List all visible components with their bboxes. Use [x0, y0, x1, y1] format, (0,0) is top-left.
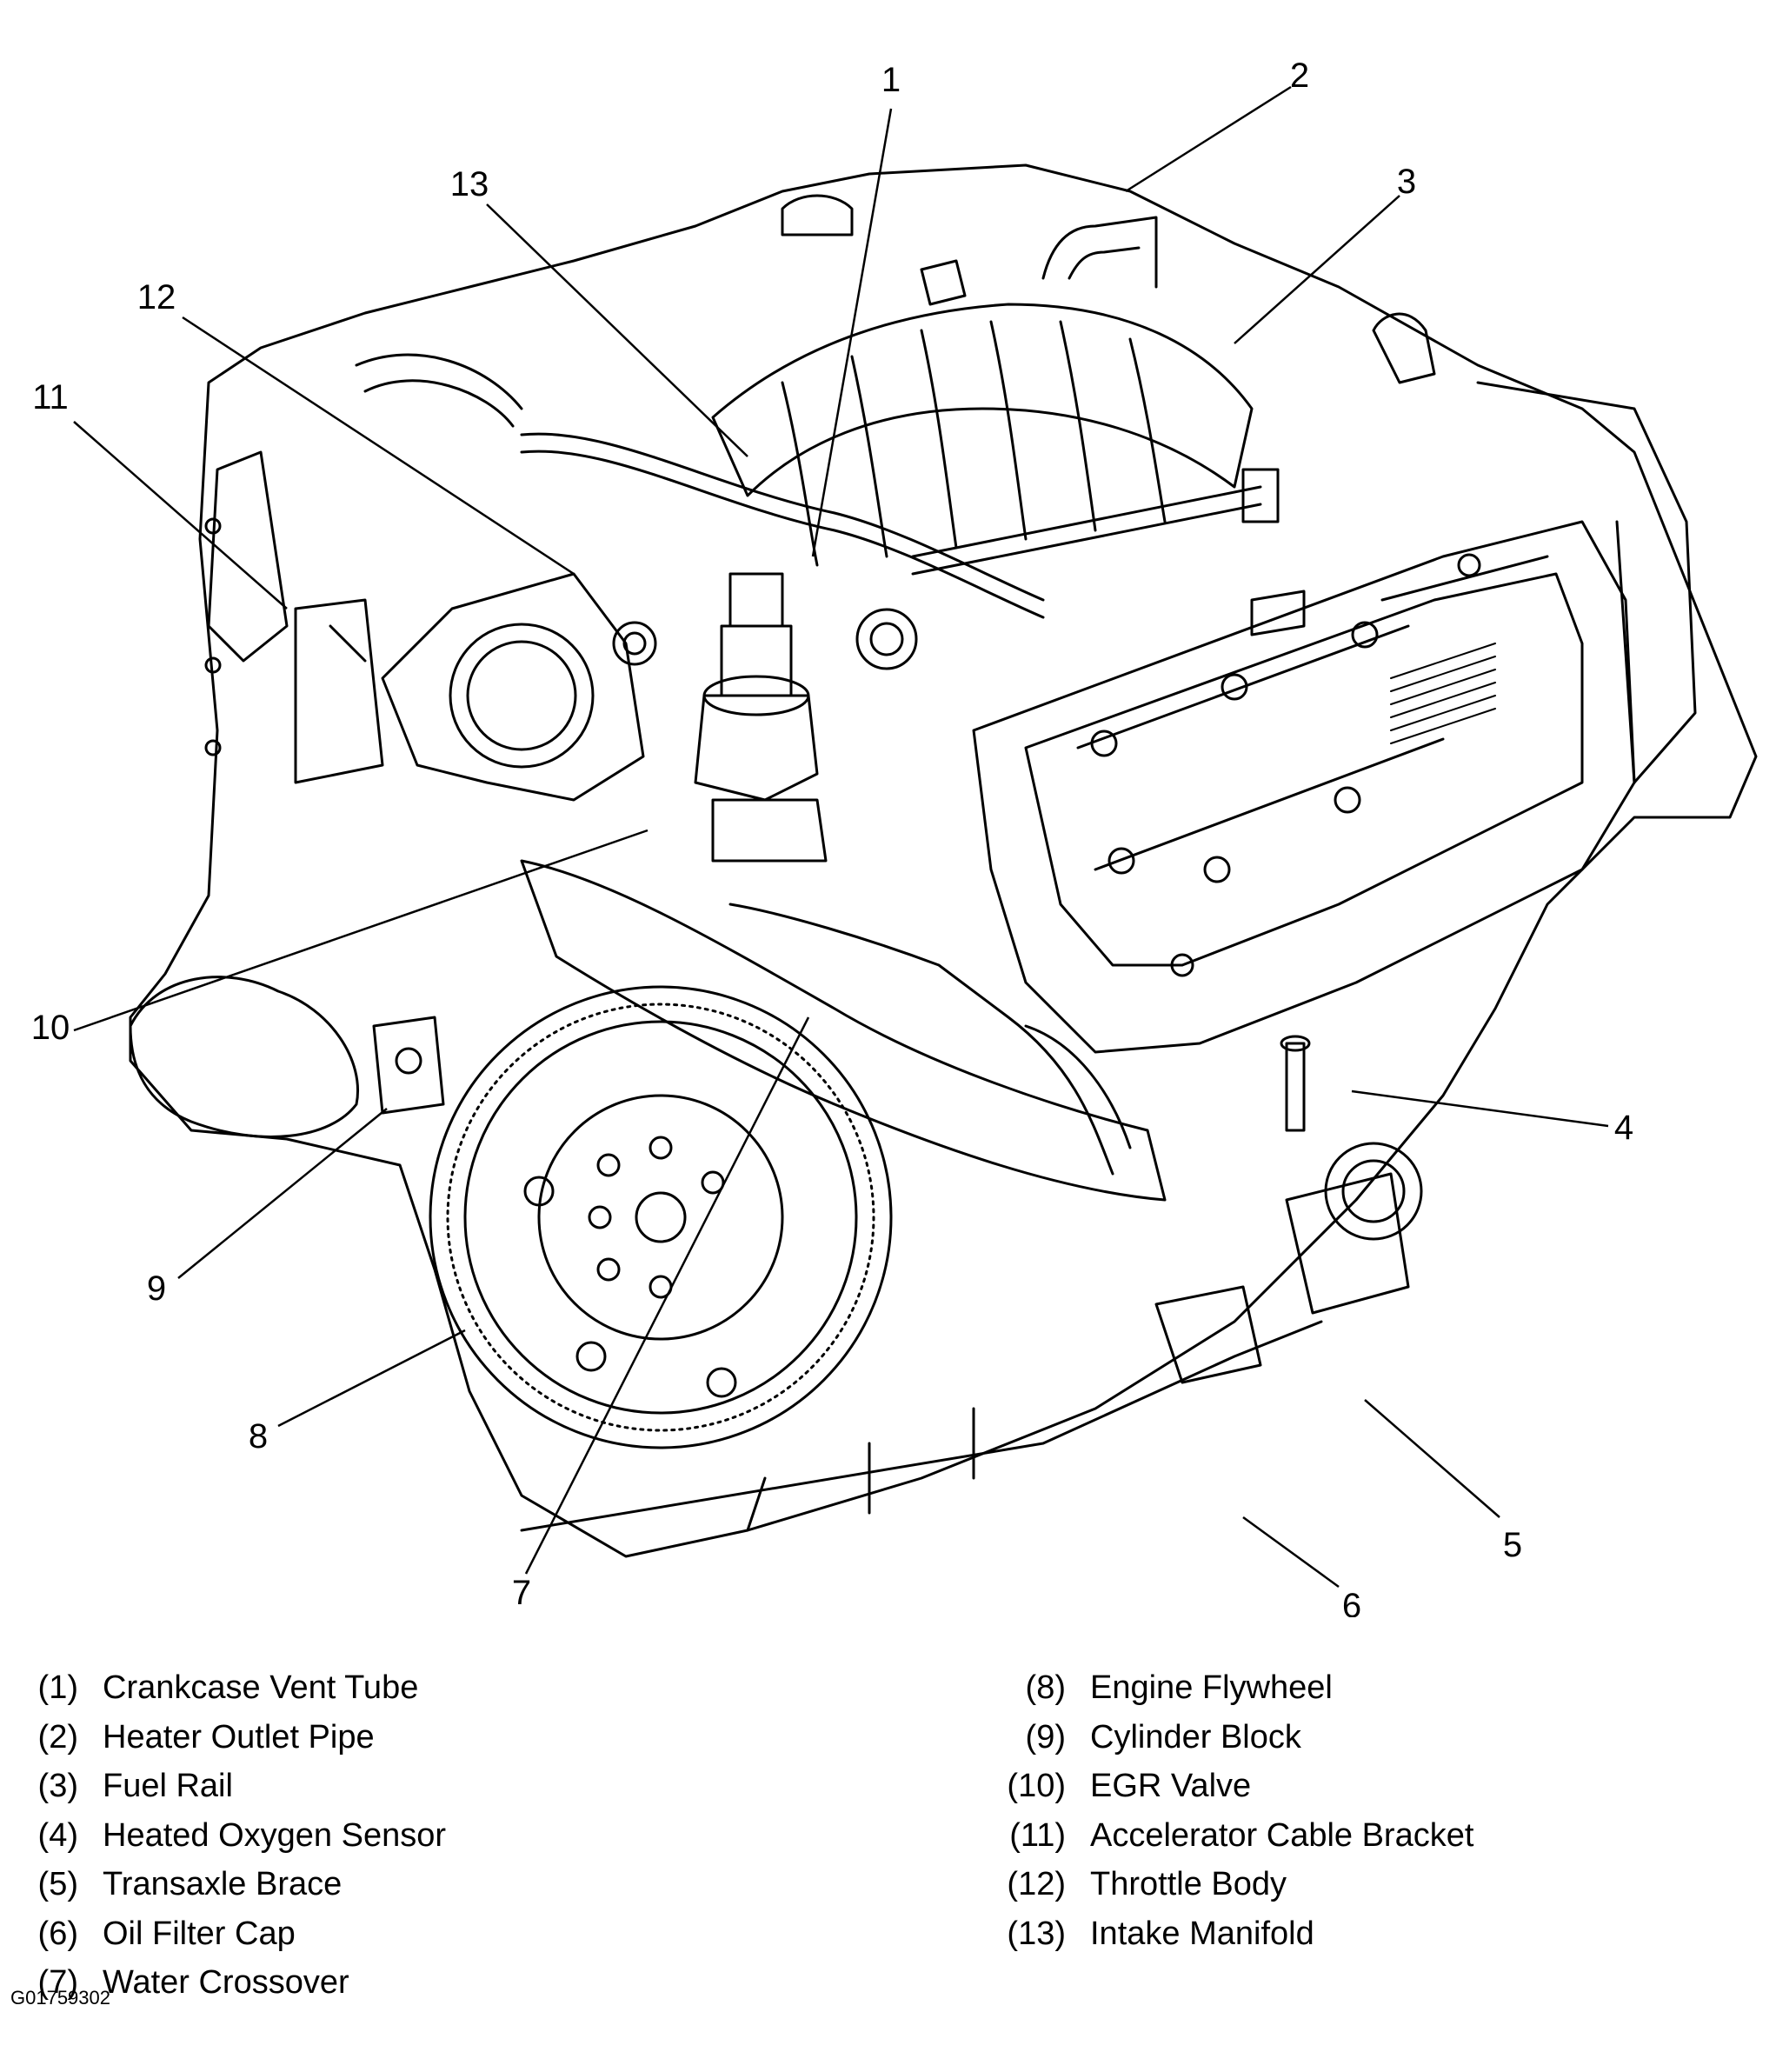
valve-cover	[972, 520, 1636, 1054]
leader-line-1	[811, 108, 893, 557]
legend-label: Heater Outlet Pipe	[103, 1718, 375, 1756]
intake-manifold	[711, 303, 1254, 497]
heater-outlet-pipe	[1041, 216, 1158, 289]
throttle-body	[449, 623, 595, 769]
oil-filter-cap	[1154, 1285, 1262, 1384]
legend-item: (2) Heater Outlet Pipe	[28, 1713, 446, 1762]
legend-number: (2)	[37, 1718, 78, 1756]
legend-item: (9) Cylinder Block	[998, 1713, 1473, 1762]
legend-label: Oil Filter Cap	[103, 1915, 296, 1952]
leader-line-12	[182, 316, 575, 576]
legend-label: Heated Oxygen Sensor	[103, 1816, 447, 1854]
callout-number-8: 8	[249, 1417, 268, 1456]
legend-label: EGR Valve	[1090, 1768, 1252, 1804]
egr-valve	[694, 694, 819, 802]
leader-line-10	[73, 829, 649, 1032]
leader-line-9	[177, 1108, 388, 1279]
legend-item: (5) Transaxle Brace	[28, 1860, 446, 1909]
callout-number-12: 12	[137, 278, 176, 316]
legend-number: (11)	[1009, 1816, 1066, 1854]
leader-line-6	[1242, 1516, 1340, 1589]
legend-left-column: (1) Crankcase Vent Tube (2) Heater Outlet …	[28, 1663, 446, 2008]
callout-number-1: 1	[881, 61, 901, 99]
legend-label: Throttle Body	[1090, 1866, 1287, 1902]
leader-line-11	[73, 421, 288, 610]
legend-label: Water Crossover	[103, 1964, 349, 2001]
leader-line-3	[1234, 195, 1400, 344]
legend-label: Intake Manifold	[1090, 1915, 1314, 1952]
callout-number-2: 2	[1290, 57, 1309, 95]
cylinder-block	[129, 976, 359, 1138]
leader-line-7	[524, 1016, 810, 1575]
callout-number-7: 7	[512, 1574, 531, 1612]
engine-flywheel	[429, 985, 893, 1449]
legend-number: (10)	[1007, 1768, 1066, 1804]
callout-number-5: 5	[1503, 1526, 1522, 1564]
callout-number-9: 9	[147, 1269, 166, 1308]
callout-number-11: 11	[32, 378, 69, 416]
legend-label: Accelerator Cable Bracket	[1090, 1816, 1474, 1854]
legend-item: (13) Intake Manifold	[998, 1909, 1473, 1959]
legend-label: Fuel Rail	[103, 1768, 233, 1804]
legend-right-column: (8) Engine Flywheel (9) Cylinder Block (10…	[998, 1663, 1473, 1958]
callout-number-4: 4	[1614, 1109, 1633, 1147]
crankcase-vent-tube	[520, 432, 1045, 619]
legend-label: Engine Flywheel	[1090, 1669, 1333, 1706]
legend-number: (8)	[1025, 1669, 1066, 1706]
legend-label: Cylinder Block	[1090, 1718, 1301, 1756]
legend-number: (13)	[1007, 1915, 1066, 1952]
engine-outline	[129, 163, 1758, 1558]
legend-item: (6) Oil Filter Cap	[28, 1909, 446, 1959]
leader-line-4	[1351, 1089, 1609, 1128]
leader-lines	[73, 85, 1609, 1589]
legend-number: (12)	[1007, 1866, 1066, 1902]
water-crossover	[520, 859, 1167, 1202]
legend-item: (11) Accelerator Cable Bracket	[998, 1811, 1473, 1861]
legend-number: (6)	[37, 1915, 78, 1952]
legend-item: (3) Fuel Rail	[28, 1762, 446, 1811]
legend-label: Crankcase Vent Tube	[103, 1669, 419, 1706]
callout-number-10: 10	[31, 1009, 70, 1047]
legend-number: (9)	[1025, 1718, 1066, 1756]
callout-number-6: 6	[1342, 1587, 1361, 1617]
leader-line-8	[277, 1329, 466, 1428]
legend-item: (8) Engine Flywheel	[998, 1663, 1473, 1713]
legend-number: (1)	[37, 1669, 78, 1706]
legend-number: (7)	[37, 1964, 78, 2001]
leader-line-2	[1125, 85, 1292, 193]
heated-oxygen-sensor	[1285, 1042, 1306, 1132]
callout-number-3: 3	[1397, 163, 1416, 201]
figure-code: G01759302	[10, 1987, 110, 2009]
engine-illustration	[129, 163, 1758, 1558]
callout-number-13: 13	[450, 165, 489, 203]
leader-line-5	[1364, 1399, 1500, 1518]
legend-item: (4) Heated Oxygen Sensor	[28, 1811, 446, 1861]
legend-item: (7) Water Crossover	[28, 1958, 446, 2008]
legend-item: (10) EGR Valve	[998, 1762, 1473, 1811]
legend-item: (1) Crankcase Vent Tube	[28, 1663, 446, 1713]
legend-label: Transaxle Brace	[103, 1866, 343, 1902]
legend-number: (4)	[37, 1816, 78, 1854]
transaxle-brace	[1285, 1172, 1410, 1315]
legend-number: (3)	[37, 1768, 78, 1804]
fuel-rail	[911, 485, 1262, 576]
leader-line-13	[486, 203, 748, 457]
legend-item: (12) Throttle Body	[998, 1860, 1473, 1909]
legend-number: (5)	[37, 1866, 78, 1902]
